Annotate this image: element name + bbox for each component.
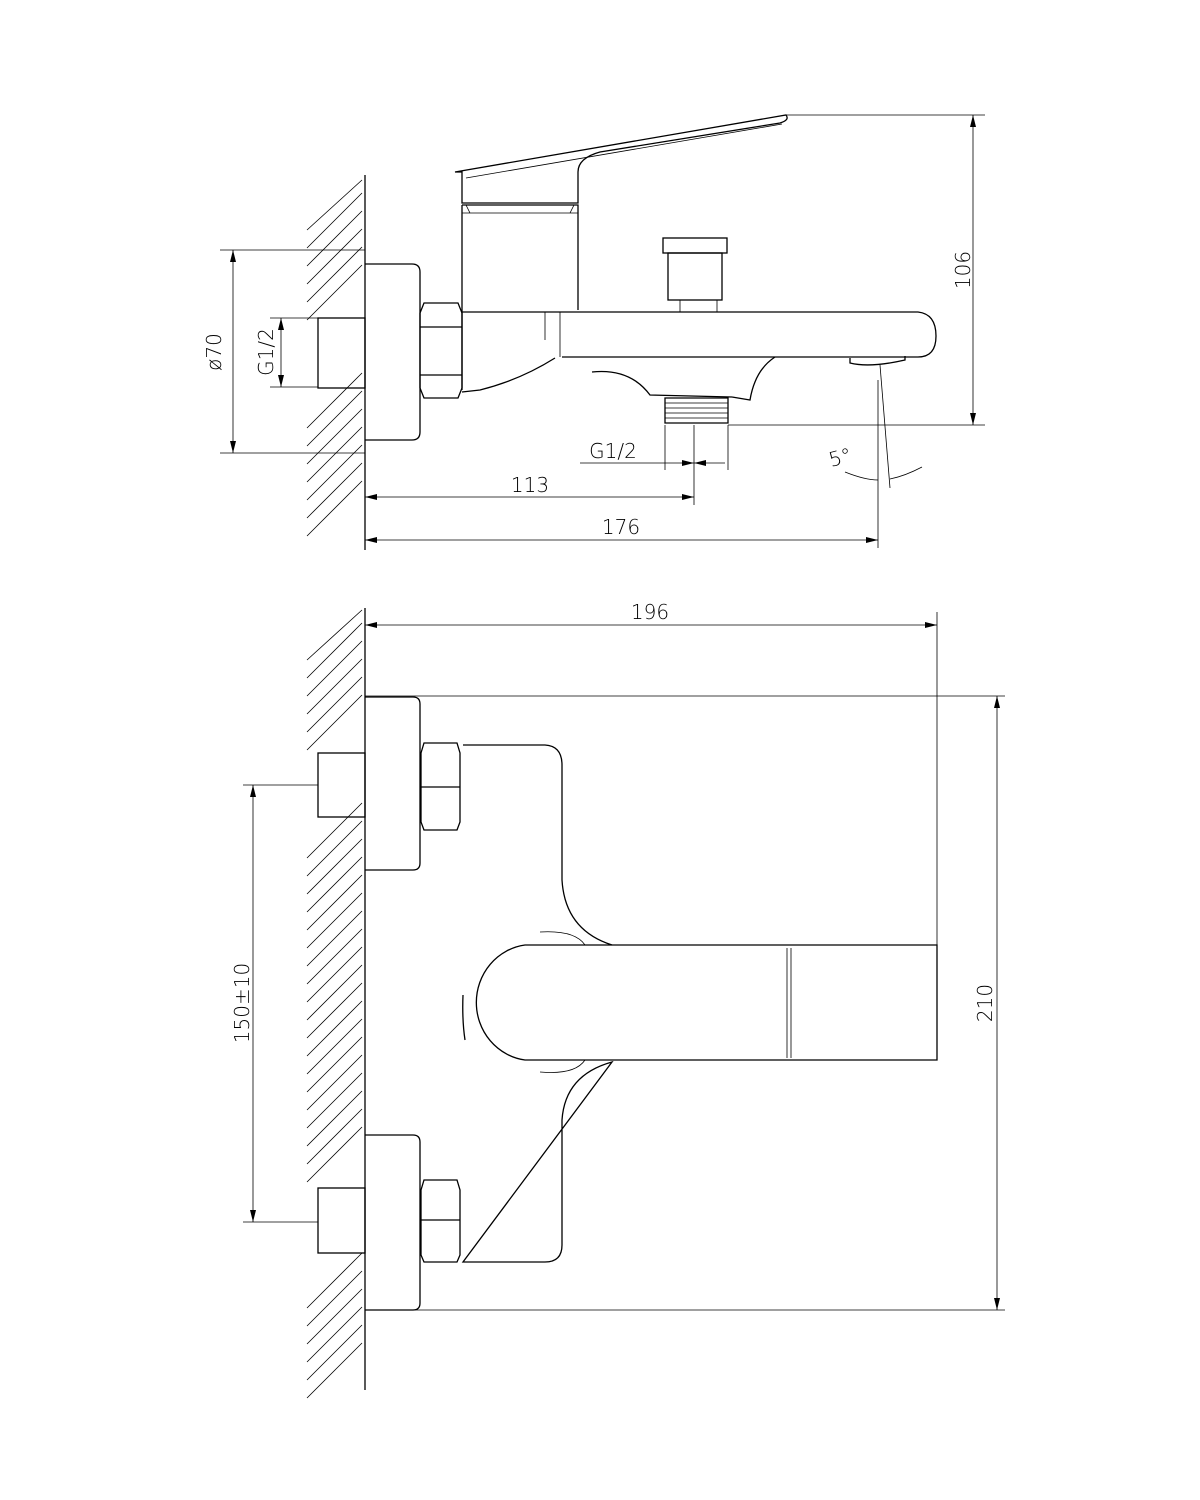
hatch-line — [306, 192, 363, 249]
hatch-line — [306, 1036, 363, 1093]
dim-inlet-thread: G1/2 — [254, 328, 278, 376]
flange — [365, 263, 421, 441]
hatch-line — [306, 1288, 363, 1345]
hatch-line — [306, 910, 363, 967]
hatch-line — [306, 480, 363, 537]
dim-spout-angle: 5° — [826, 443, 854, 472]
aerator — [849, 356, 906, 366]
spout — [475, 944, 938, 1061]
mixer-body — [461, 744, 614, 1263]
flange-upper — [365, 696, 421, 871]
hatch-line — [306, 210, 363, 267]
hex-nut-lower — [420, 1179, 461, 1263]
dim-spout-reach: 176 — [602, 515, 640, 539]
valve-body — [461, 204, 579, 390]
hatch-line — [306, 444, 363, 501]
hatch-line — [306, 964, 363, 1021]
hatch-line — [306, 1072, 363, 1129]
hatch-line — [306, 1000, 363, 1057]
dimension-lines — [243, 612, 1005, 1311]
dim-inlet-spacing: 150±10 — [230, 963, 254, 1043]
hatch-line — [306, 1270, 363, 1327]
inlet-pipe — [317, 317, 366, 389]
lower-body — [461, 356, 776, 401]
handle-edge — [465, 123, 783, 179]
diverter-cap[interactable] — [662, 237, 728, 254]
handle-lever — [454, 114, 788, 204]
diverter-pin — [679, 300, 718, 312]
valve-ring — [462, 204, 578, 214]
flange-lower — [365, 1134, 421, 1311]
hatch-line — [306, 228, 363, 285]
hatch-line — [306, 264, 363, 321]
hatch-line — [306, 658, 363, 715]
dim-total-depth: 196 — [631, 600, 669, 624]
hatch-line — [306, 892, 363, 949]
top-view: 196 210 150±10 — [230, 600, 1005, 1399]
spout-collar — [539, 931, 586, 1073]
hatch-line — [306, 372, 363, 429]
spout — [462, 311, 937, 358]
body-edge — [462, 994, 466, 1041]
hatch-line — [306, 928, 363, 985]
hatch-line — [306, 946, 363, 1003]
hex-nut — [419, 302, 463, 399]
hatch-line — [306, 1108, 363, 1165]
wall-hatch — [306, 179, 363, 537]
hatch-line — [306, 462, 363, 519]
dim-outlet-thread: G1/2 — [589, 439, 637, 463]
hatch-line — [306, 1126, 363, 1183]
dim-outlet-offset: 113 — [511, 473, 549, 497]
hatch-line — [306, 1252, 363, 1309]
hatch-line — [306, 874, 363, 931]
hatch-line — [306, 820, 363, 877]
outlet-thread — [664, 397, 729, 424]
hatch-line — [306, 622, 363, 679]
dim-flange-diameter: ø70 — [202, 333, 226, 371]
hatch-line — [306, 1306, 363, 1363]
hatch-line — [306, 802, 363, 859]
hatch-line — [306, 390, 363, 447]
dim-total-width: 210 — [973, 984, 997, 1022]
hatch-line — [306, 179, 363, 231]
dim-height: 106 — [951, 251, 975, 289]
hatch-line — [306, 640, 363, 697]
hatch-line — [306, 1324, 363, 1381]
hatch-line — [306, 426, 363, 483]
thread-lines — [665, 402, 728, 419]
inlet-pipe-lower — [317, 1187, 366, 1254]
hatch-line — [306, 676, 363, 733]
wall-hatch — [306, 609, 363, 1399]
diverter-stem[interactable] — [667, 252, 723, 301]
hatch-line — [306, 982, 363, 1039]
hatch-line — [306, 246, 363, 303]
hatch-line — [306, 1342, 363, 1399]
spout-joint — [544, 312, 561, 357]
hatch-line — [306, 694, 363, 751]
hatch-line — [306, 1018, 363, 1075]
hatch-line — [306, 609, 363, 661]
hatch-line — [306, 1090, 363, 1147]
hatch-line — [306, 408, 363, 465]
dimension-lines — [220, 114, 985, 550]
side-view: ø70 G1/2 G1/2 113 176 106 5° — [202, 114, 985, 550]
spout-segment — [786, 948, 792, 1058]
hatch-line — [306, 838, 363, 895]
hatch-line — [306, 856, 363, 913]
hex-nut-upper — [420, 742, 461, 831]
hatch-line — [306, 1054, 363, 1111]
